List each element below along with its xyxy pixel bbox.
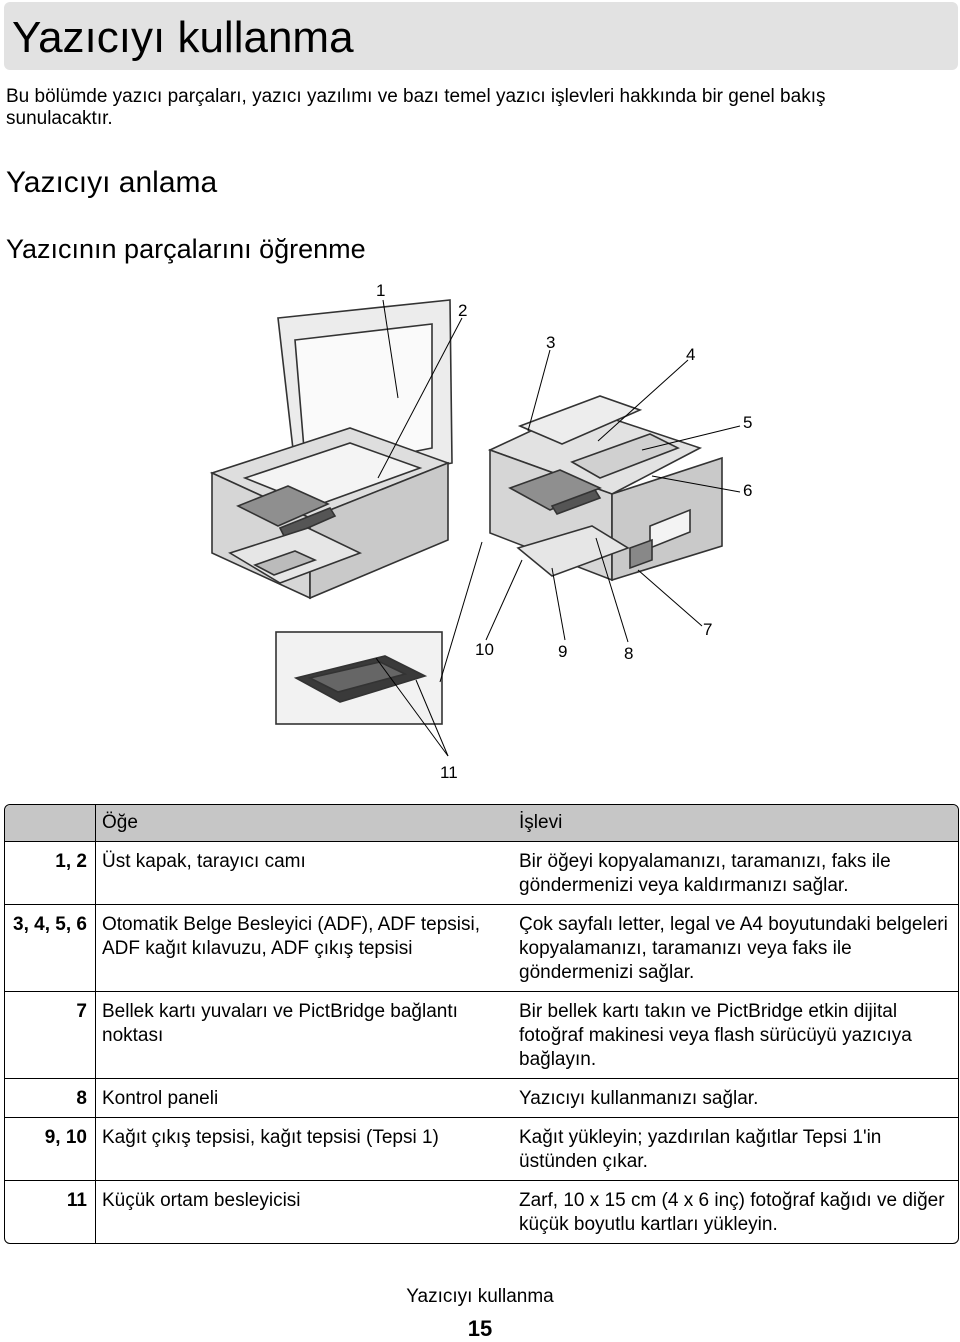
row-function: Kağıt yükleyin; yazdırılan kağıtlar Teps… bbox=[513, 1118, 958, 1181]
callout-2: 2 bbox=[458, 301, 467, 320]
row-function: Bir öğeyi kopyalamanızı, taramanızı, fak… bbox=[513, 842, 958, 905]
printer-illustration: 1 2 3 4 5 6 7 8 9 10 11 bbox=[209, 281, 752, 782]
row-number: 11 bbox=[5, 1181, 96, 1243]
row-function: Bir bellek kartı takın ve PictBridge etk… bbox=[513, 992, 958, 1079]
row-item: Otomatik Belge Besleyici (ADF), ADF teps… bbox=[96, 905, 513, 992]
table-row: 8 Kontrol paneli Yazıcıyı kullanmanızı s… bbox=[5, 1079, 958, 1118]
callout-10: 10 bbox=[475, 640, 494, 659]
printer-parts-figure: 1 2 3 4 5 6 7 8 9 10 11 bbox=[200, 278, 760, 783]
row-number: 8 bbox=[5, 1079, 96, 1118]
row-number: 3, 4, 5, 6 bbox=[5, 905, 96, 992]
chapter-header-bar: Yazıcıyı kullanma bbox=[4, 2, 958, 70]
callout-5: 5 bbox=[743, 413, 752, 432]
callout-8: 8 bbox=[624, 644, 633, 663]
subsection-heading: Yazıcının parçalarını öğrenme bbox=[6, 234, 366, 264]
table-header-row: Öğe İşlevi bbox=[5, 805, 958, 842]
row-function: Yazıcıyı kullanmanızı sağlar. bbox=[513, 1079, 958, 1118]
row-function: Zarf, 10 x 15 cm (4 x 6 inç) fotoğraf ka… bbox=[519, 1190, 945, 1235]
row-item: Bellek kartı yuvaları ve PictBridge bağl… bbox=[96, 992, 513, 1079]
chapter-title: Yazıcıyı kullanma bbox=[12, 13, 354, 62]
row-item: Küçük ortam besleyicisi bbox=[102, 1190, 301, 1211]
header-function: İşlevi bbox=[513, 805, 958, 842]
row-function: Çok sayfalı letter, legal ve A4 boyutund… bbox=[513, 905, 958, 992]
table-row: 7 Bellek kartı yuvaları ve PictBridge ba… bbox=[5, 992, 958, 1079]
callout-4: 4 bbox=[686, 345, 695, 364]
callout-1: 1 bbox=[376, 281, 385, 300]
running-footer-title: Yazıcıyı kullanma bbox=[406, 1286, 554, 1307]
header-item: Öğe bbox=[96, 805, 513, 842]
page-number: 15 bbox=[467, 1316, 493, 1341]
row-number: 9, 10 bbox=[5, 1118, 96, 1181]
callout-9: 9 bbox=[558, 642, 567, 661]
table-row: 3, 4, 5, 6 Otomatik Belge Besleyici (ADF… bbox=[5, 905, 958, 992]
callout-11: 11 bbox=[440, 763, 458, 782]
parts-table: Öğe İşlevi 1, 2 Üst kapak, tarayıcı camı… bbox=[4, 804, 959, 1244]
row-item: Kontrol paneli bbox=[96, 1079, 513, 1118]
row-item: Üst kapak, tarayıcı camı bbox=[96, 842, 513, 905]
row-item: Kağıt çıkış tepsisi, kağıt tepsisi (Teps… bbox=[96, 1118, 513, 1181]
header-number bbox=[5, 805, 96, 842]
parts-table-grid: Öğe İşlevi 1, 2 Üst kapak, tarayıcı camı… bbox=[4, 804, 959, 1244]
table-row: 11 Küçük ortam besleyicisi Zarf, 10 x 15… bbox=[5, 1181, 958, 1243]
table-row: 1, 2 Üst kapak, tarayıcı camı Bir öğeyi … bbox=[5, 842, 958, 905]
row-number: 7 bbox=[5, 992, 96, 1079]
table-row: 9, 10 Kağıt çıkış tepsisi, kağıt tepsisi… bbox=[5, 1118, 958, 1181]
intro-paragraph: Bu bölümde yazıcı parçaları, yazıcı yazı… bbox=[6, 86, 826, 129]
callout-7: 7 bbox=[703, 620, 712, 639]
callout-3: 3 bbox=[546, 333, 555, 352]
callout-6: 6 bbox=[743, 481, 752, 500]
row-number: 1, 2 bbox=[5, 842, 96, 905]
section-heading: Yazıcıyı anlama bbox=[6, 166, 218, 199]
